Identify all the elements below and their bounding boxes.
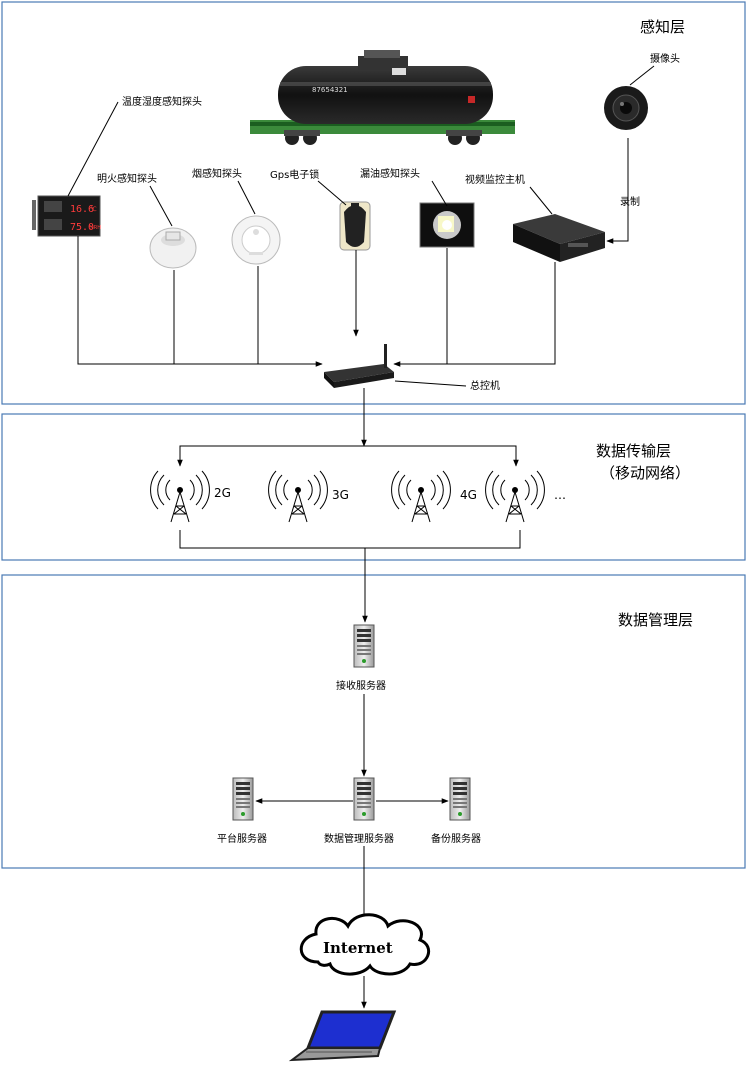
perception-layer-title: 感知层 — [640, 18, 685, 36]
label-gps-lock: Gps电子锁 — [270, 168, 319, 181]
tower-icon-more — [485, 470, 545, 523]
receive-server-icon — [353, 624, 375, 668]
tower-icon-2g — [150, 470, 210, 523]
label-record: 录制 — [620, 195, 640, 208]
gps-lock-image — [339, 201, 371, 251]
label-receive-server: 接收服务器 — [336, 679, 386, 692]
label-backup-server: 备份服务器 — [431, 832, 481, 845]
tank-car-number: 87654321 — [312, 86, 348, 94]
network-label-4g: 4G — [460, 488, 477, 502]
management-layer-frame — [1, 574, 746, 869]
label-data-mgmt-server: 数据管理服务器 — [324, 832, 394, 845]
temp-humidity-display: 16.6 ℃ 75.0 %RH — [32, 195, 101, 237]
camera-image — [604, 86, 648, 130]
controller-image — [324, 344, 394, 388]
label-smoke: 烟感知探头 — [192, 167, 242, 180]
oil-leak-sensor-image — [419, 202, 475, 248]
internet-label: Internet — [323, 939, 393, 957]
backup-server-icon — [449, 777, 471, 821]
network-label-3g: 3G — [332, 488, 349, 502]
label-controller: 总控机 — [470, 379, 500, 392]
tower-icon-4g — [391, 470, 451, 523]
network-label-more: … — [554, 488, 566, 502]
transmission-layer-title: 数据传输层 — [596, 442, 671, 460]
data-mgmt-server-icon — [353, 777, 375, 821]
network-label-2g: 2G — [214, 486, 231, 500]
platform-server-icon — [232, 777, 254, 821]
thermo-temp-unit: ℃ — [90, 206, 97, 213]
flame-detector-image — [149, 227, 197, 269]
label-camera: 摄像头 — [650, 52, 680, 65]
thermo-temp: 16.6 — [70, 204, 94, 215]
transmission-connectors — [177, 388, 521, 623]
tank-car-image: 87654321 — [250, 50, 515, 145]
laptop-icon — [288, 1010, 397, 1062]
label-video-host: 视频监控主机 — [465, 173, 525, 186]
thermo-humidity: 75.0 — [70, 222, 94, 233]
transmission-layer-subtitle: （移动网络） — [600, 464, 690, 482]
thermo-humidity-unit: %RH — [89, 225, 101, 231]
management-layer-title: 数据管理层 — [618, 611, 693, 629]
internet-cloud: Internet — [299, 913, 431, 976]
label-temp-humidity: 温度湿度感知探头 — [122, 95, 202, 108]
sensor-connectors — [77, 138, 629, 367]
label-flame: 明火感知探头 — [97, 172, 157, 185]
transmission-layer-frame — [1, 413, 746, 561]
label-oil-leak: 漏油感知探头 — [360, 167, 420, 180]
smoke-detector-image — [231, 215, 281, 265]
label-platform-server: 平台服务器 — [217, 832, 267, 845]
tower-icon-3g — [268, 470, 328, 523]
video-host-image — [513, 214, 605, 262]
leader-lines — [67, 65, 655, 387]
perception-layer-frame — [1, 1, 746, 405]
